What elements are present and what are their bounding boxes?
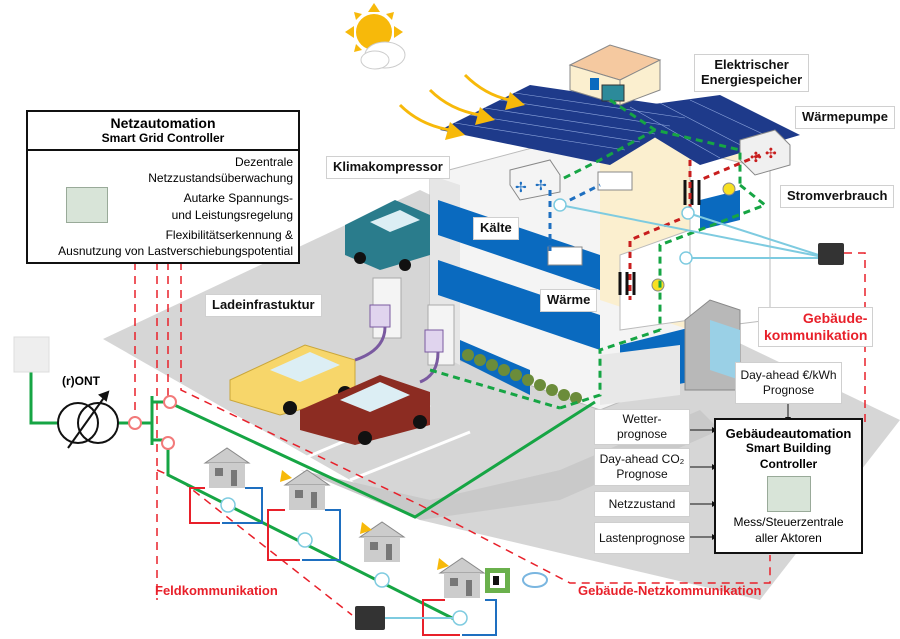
function-text: Dezentrale [234,155,293,169]
house-meter-nodes [220,497,468,626]
controller-device-icon [66,187,108,223]
grid-controller-subtitle: Smart Grid Controller [101,131,225,145]
ac-indoor-unit [597,171,633,191]
ray-arrows [445,92,525,140]
grid-lines [29,371,596,624]
label-building-grid-communication: Gebäude-Netzkommunikation [578,583,762,598]
label-building-communication: Gebäude-kommunikation [758,307,874,347]
label-power-consumption: Stromverbrauch [780,185,895,208]
light-bulb-icon [722,182,736,196]
sun-rays [398,73,511,132]
residential-houses [203,447,486,598]
label-heating: Wärme [540,289,598,312]
label-heat-pump: Wärmepumpe [795,106,895,129]
function-text: Flexibilitätserkennung & [165,227,293,242]
function-text: Autarke Spannungs- [183,191,293,206]
ac-indoor-unit [547,246,583,266]
ac-compressor: ✢ ✢ [509,159,561,201]
hv-grid-icon [13,336,50,373]
grid-controller-box: Netzautomation Smart Grid Controller Dez… [26,110,300,264]
input-weather-forecast: Wetter-prognose [594,409,690,445]
transformer-icon [57,390,119,449]
building-controller-subtitle: Smart Building [745,441,832,455]
building-controller-desc: aller Aktoren [755,530,822,545]
input-load-forecast: Lastenprognose [594,522,690,554]
sun-icon [345,3,406,70]
gateway-device [818,243,844,265]
building-controller-subtitle: Controller [759,456,818,471]
sensor-nodes [553,198,695,265]
field-gateway-device [355,606,385,630]
hedge [462,349,582,404]
building-controller-desc: Mess/Steuerzentrale [733,515,844,530]
building-controller-title: Gebäudeautomation [725,426,852,441]
heating-lines [628,153,761,300]
label-charging-infrastructure: Ladeinfrastuktur [205,294,322,317]
entrance-building [684,299,741,391]
function-text: Netzzustandsüberwachung [148,171,293,186]
pv-sun-arrows [280,470,449,570]
label-field-communication: Feldkommunikation [155,583,278,598]
grid-measurement-nodes [128,395,177,450]
radiator-icon [618,180,701,295]
function-text: Ausnutzung von Lastverschiebungspotentia… [58,243,293,258]
grid-controller-title: Netzautomation [110,115,216,131]
building-controller-box: Gebäudeautomation Smart Building Control… [714,418,863,554]
ev-car-icon [522,572,548,588]
label-ront: (r)ONT [62,374,100,388]
car-teal [345,200,430,271]
ground-plane [103,190,900,600]
svg-text:✢: ✢ [535,177,547,193]
label-cooling: Kälte [473,217,519,240]
heat-pump: ✣ ✣ [739,129,791,176]
input-grid-state: Netzzustand [594,491,690,517]
label-ac-compressor: Klimakompressor [326,156,450,179]
controller-device-icon [766,476,811,513]
function-text: und Leistungsregelung [171,207,293,222]
svg-text:✣: ✣ [765,145,777,161]
storage-house [568,44,662,106]
sensor-links [559,204,829,259]
car-red [300,375,430,445]
input-arrows [688,402,789,538]
light-bulb-icon [651,278,665,292]
building-grid-lines [429,98,768,410]
cooling-lines [548,183,601,255]
svg-text:✢: ✢ [515,179,527,195]
